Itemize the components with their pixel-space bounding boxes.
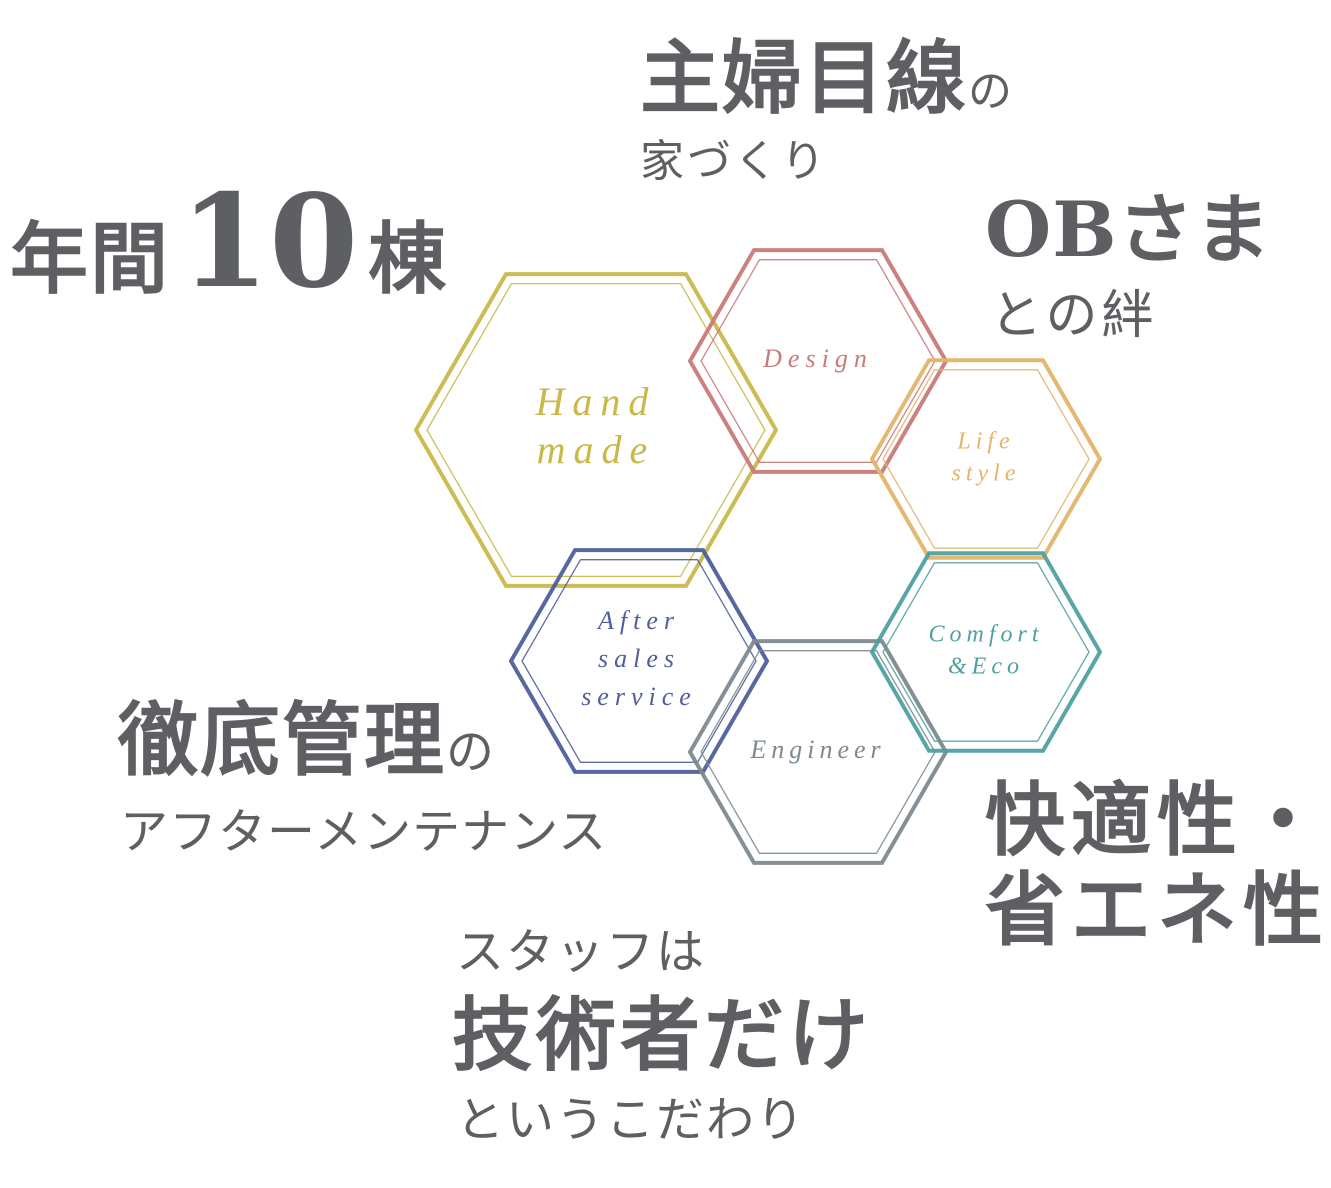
- ob-heading: OBさま: [985, 185, 1272, 274]
- housewife-perspective-sub: 家づくり: [640, 136, 828, 187]
- maintenance-suffix: の: [446, 724, 497, 780]
- hexagon-comforteco-inner: [882, 562, 1090, 742]
- housewife-perspective-suffix: の: [968, 66, 1014, 117]
- hexagon-design-label: Design: [762, 344, 873, 373]
- housewife-perspective-heading: 主婦目線の: [640, 38, 1014, 118]
- hexagon-comforteco-label: Comfort: [928, 622, 1043, 648]
- hexagon-design: Design: [687, 248, 949, 474]
- hexagon-handmade-label: made: [537, 427, 656, 472]
- hexagon-engineer-label: Engineer: [749, 735, 885, 764]
- hexagon-handmade-outer: [413, 272, 779, 588]
- hexagon-handmade-label: Hand: [535, 379, 657, 424]
- hexagon-lifestyle: Life style: [869, 358, 1103, 560]
- hexagon-lifestyle-label: style: [952, 461, 1021, 487]
- annual-suffix: 棟: [368, 214, 449, 305]
- staff-top: スタッフは: [456, 924, 707, 980]
- housewife-perspective-main: 主婦目線: [640, 31, 968, 125]
- annual-number: 10: [180, 167, 359, 317]
- hexagon-engineer-outer: [687, 639, 949, 865]
- hexagon-engineer-inner: [700, 650, 936, 854]
- staff-main: 技術者だけ: [452, 988, 872, 1082]
- hexagon-comforteco-label: &Eco: [948, 654, 1024, 680]
- maintenance-main: 徹底管理: [118, 693, 446, 787]
- maintenance-sub: アフターメンテナンス: [120, 804, 608, 860]
- comfort-line-2: 省エネ性: [985, 863, 1329, 957]
- ob-sub: との絆: [990, 286, 1158, 346]
- hexagon-comforteco-outer: [869, 551, 1103, 753]
- hexagon-aftersales-label: After: [596, 606, 680, 635]
- hexagon-comforteco: Comfort&Eco: [869, 551, 1103, 753]
- hexagon-aftersales: After sales service: [508, 548, 770, 774]
- hexagon-handmade-inner: [426, 282, 766, 578]
- hexagon-aftersales-label: sales: [598, 644, 680, 673]
- hexagon-design-outer: [687, 248, 949, 474]
- hexagon-lifestyle-outer: [869, 358, 1103, 560]
- hexagon-engineer: Engineer: [687, 639, 949, 865]
- hexagon-lifestyle-label: Life: [956, 429, 1014, 455]
- hexagon-lifestyle-inner: [882, 369, 1090, 549]
- hexagon-aftersales-label: service: [581, 682, 697, 711]
- annual-prefix: 年間: [10, 214, 171, 305]
- staff-sub: というこだわり: [456, 1092, 807, 1148]
- maintenance-heading: 徹底管理の: [118, 700, 496, 780]
- hexagon-design-inner: [700, 259, 936, 463]
- comfort-line-1: 快適性・: [985, 773, 1329, 867]
